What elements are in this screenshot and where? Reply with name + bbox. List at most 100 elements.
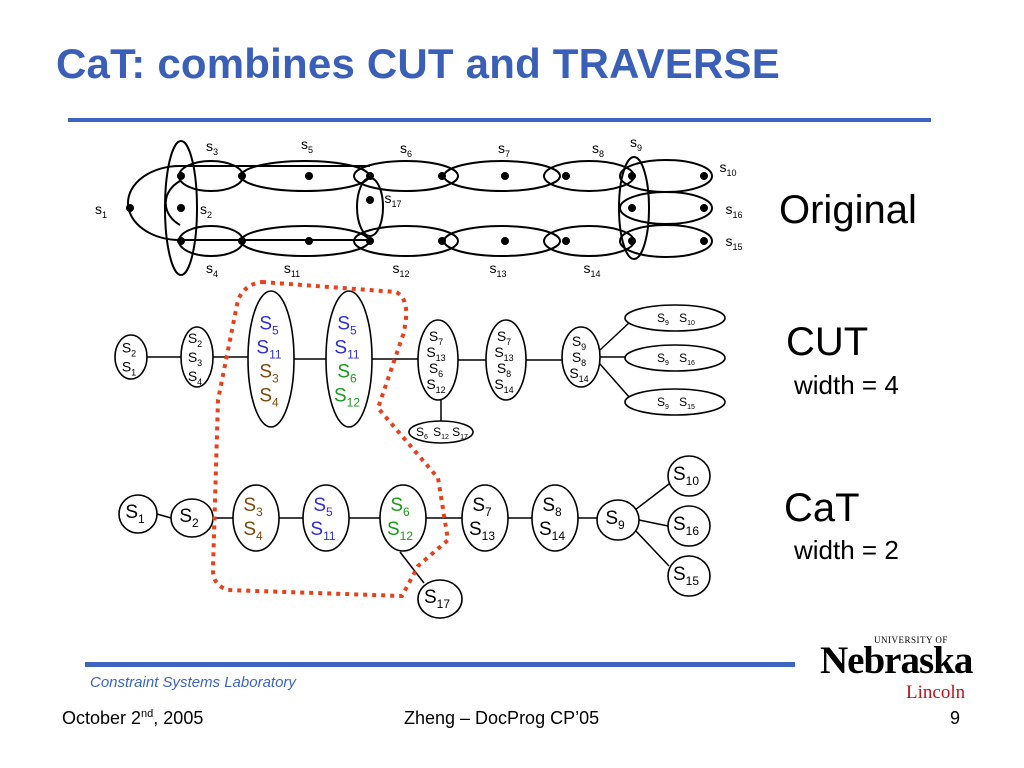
- cut-var-label: S2: [188, 330, 202, 349]
- hyperedge-label-s8: s8: [592, 140, 604, 159]
- university-logo: UNIVERSITY OF Nebraska Lincoln: [818, 635, 973, 705]
- cat-var-label: S15: [673, 564, 699, 588]
- cut-var-label: S6: [429, 360, 443, 379]
- cat-node-t8: [596, 499, 640, 541]
- cut-var-label: S12: [334, 386, 360, 410]
- cut-node-c4: [325, 290, 373, 428]
- cut-node-c5: [417, 319, 459, 401]
- cut-var-label: S17: [452, 425, 468, 441]
- hyperedge-label-s3: s3: [206, 138, 218, 157]
- tree-edge: [634, 483, 670, 511]
- cut-node-c3: [247, 290, 295, 428]
- cat-var-label: S8: [542, 495, 562, 519]
- cut-var-label: S9: [657, 395, 669, 411]
- variable-dot: [177, 204, 185, 212]
- cut-node-c11: [408, 420, 474, 444]
- cut-var-label: S8: [497, 360, 511, 379]
- cat-var-label: S9: [605, 508, 625, 532]
- hyperedge-label-s15: s15: [725, 233, 742, 252]
- variable-dot: [238, 172, 246, 180]
- cut-node-c8: [624, 304, 726, 332]
- cut-var-label: S16: [679, 351, 695, 367]
- cut-var-label: S7: [497, 328, 511, 347]
- footer-center-text: Zheng – DocProg CP’05: [404, 708, 600, 728]
- original-hypergraph: [126, 140, 713, 276]
- tree-edge: [638, 519, 669, 527]
- cat-node-t11: [667, 555, 711, 597]
- cut-var-label: S4: [188, 368, 202, 387]
- cat-node-t4: [302, 484, 350, 552]
- cat-var-label: S2: [179, 506, 199, 530]
- cat-var-label: S6: [390, 495, 410, 519]
- hyperedge-label-s12: s12: [392, 260, 409, 279]
- hyperedge-label-s2: s2: [200, 201, 212, 220]
- cat-var-label: S17: [424, 587, 450, 611]
- s6-ellipse: [353, 160, 459, 192]
- dotted-outline: [210, 279, 451, 599]
- cut-node-c1: [114, 334, 148, 380]
- variable-dot: [700, 237, 708, 245]
- variable-dot: [366, 196, 374, 204]
- tree-edge: [156, 513, 172, 519]
- cut-node-c10: [624, 388, 726, 416]
- cat-var-label: S11: [310, 519, 335, 543]
- page-number: 9: [950, 708, 961, 728]
- cut-var-label: S9: [657, 311, 669, 327]
- variable-dot: [628, 237, 636, 245]
- variable-dot: [700, 172, 708, 180]
- cut-var-label: S9: [657, 351, 669, 367]
- cat-node-t7: [531, 484, 579, 552]
- cat-node-t6: [461, 484, 509, 552]
- cut-var-label: S9: [572, 333, 586, 352]
- variable-dot: [366, 237, 374, 245]
- variable-dot: [628, 204, 636, 212]
- cut-var-label: S6: [337, 362, 357, 386]
- hyperedge-label-s16: s16: [725, 201, 742, 220]
- tree-edge: [599, 321, 631, 351]
- hyperedge-label-s17: s17: [384, 190, 401, 209]
- footer-rule: [85, 662, 795, 667]
- cut-width-label: width = 4: [794, 370, 899, 400]
- cut-var-label: S3: [259, 362, 279, 386]
- variable-dot: [126, 204, 134, 212]
- tree-edge: [399, 551, 425, 584]
- footer-lab-name: Constraint Systems Laboratory: [90, 674, 296, 691]
- logo-university-text: UNIVERSITY OF: [874, 635, 948, 645]
- variable-dot: [438, 172, 446, 180]
- cat-var-label: S5: [313, 495, 333, 519]
- original-label: Original: [779, 188, 917, 232]
- hyperedge-label-s7: s7: [498, 140, 510, 159]
- cut-var-label: S5: [259, 314, 279, 338]
- cut-var-label: S5: [337, 314, 357, 338]
- cut-var-label: S14: [569, 365, 588, 384]
- cut-var-label: S11: [256, 338, 281, 362]
- hyperedge-label-s13: s13: [489, 260, 506, 279]
- slide-title: CaT: combines CUT and TRAVERSE: [56, 40, 780, 87]
- cut-var-label: S3: [188, 349, 202, 368]
- cut-var-label: S11: [334, 338, 359, 362]
- cat-node-t5: [379, 484, 427, 552]
- hyperedge-label-s14: s14: [583, 260, 600, 279]
- cut-node-c6: [485, 319, 527, 401]
- variable-dot: [501, 237, 509, 245]
- cat-label: CaT: [784, 486, 860, 530]
- s2-loop: [164, 180, 181, 226]
- hyperedge-label-s11: s11: [284, 260, 300, 279]
- cat-var-label: S12: [387, 519, 413, 543]
- hyperedge-label-s5: s5: [301, 136, 313, 155]
- cut-var-label: S10: [679, 311, 695, 327]
- hyperedge-label-s6: s6: [400, 140, 412, 159]
- variable-dot: [177, 172, 185, 180]
- variable-dot: [305, 237, 313, 245]
- cut-node-c2: [180, 326, 214, 388]
- cut-var-label: S8: [572, 349, 586, 368]
- cat-node-t3: [232, 484, 280, 552]
- s12-ellipse: [353, 225, 459, 257]
- cat-node-t1: [118, 494, 158, 534]
- cut-var-label: S12: [426, 376, 445, 395]
- cut-var-label: S12: [433, 425, 449, 441]
- cut-var-label: S14: [494, 376, 513, 395]
- variable-dot: [305, 172, 313, 180]
